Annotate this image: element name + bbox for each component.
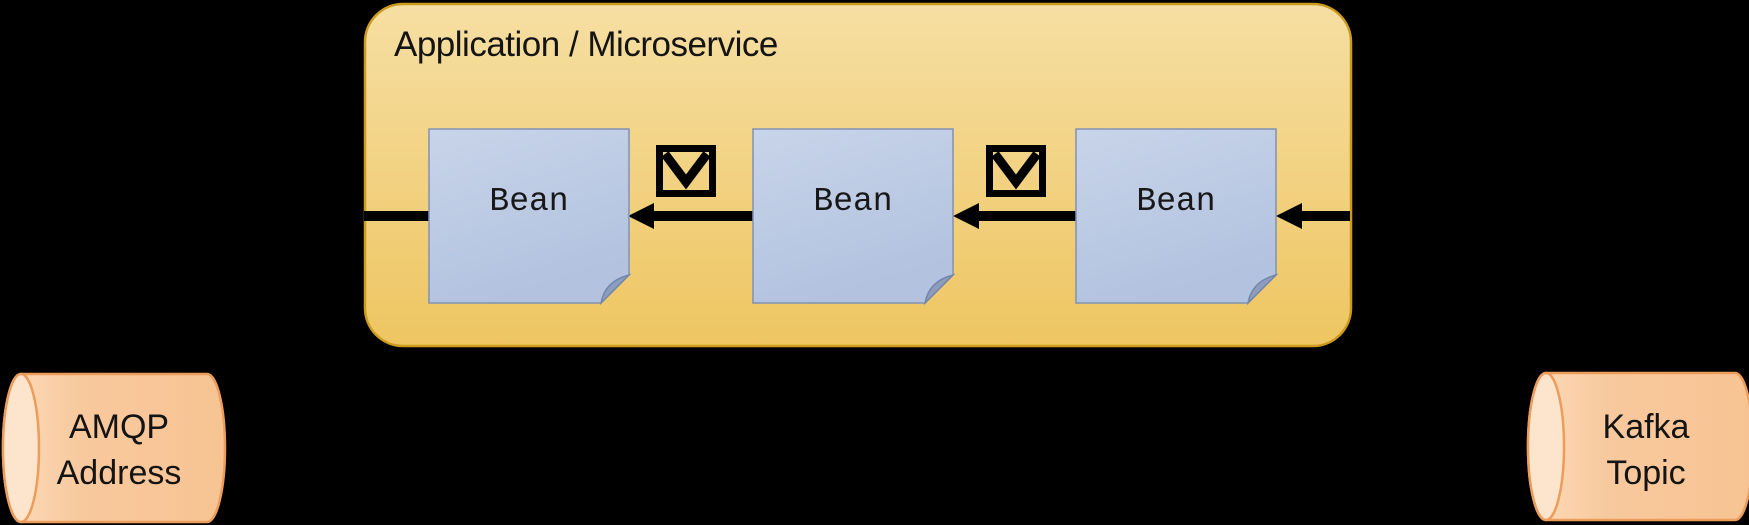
bean-shape (752, 128, 956, 306)
folded-corner (599, 273, 632, 306)
cylinder-cap (1, 372, 41, 524)
message-arrow (953, 203, 1076, 229)
amqp-cylinder (1, 372, 227, 524)
bean-shape (428, 128, 632, 306)
envelope-icon (656, 145, 716, 197)
envelope-icon (986, 145, 1046, 197)
cylinder-cap (1526, 371, 1566, 522)
folded-corner (923, 273, 956, 306)
connector-right-arrow (1276, 203, 1350, 229)
connector-stub (1512, 431, 1529, 442)
kafka-cylinder (1512, 371, 1749, 522)
message-arrow (628, 203, 753, 229)
folded-corner (1246, 273, 1279, 306)
bean-shape (1075, 128, 1279, 306)
